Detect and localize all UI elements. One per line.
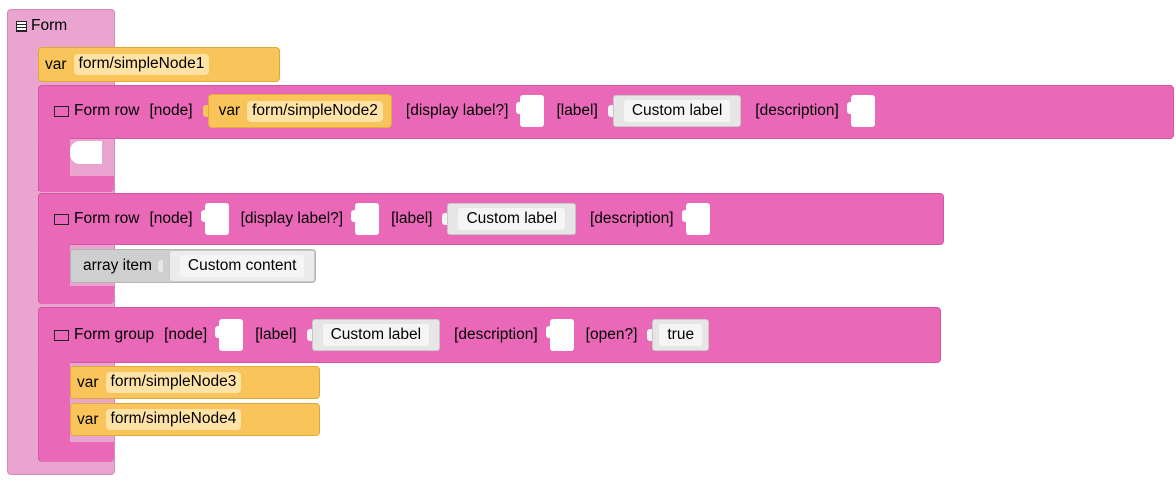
description-input-socket[interactable] xyxy=(545,319,574,351)
array-item-block[interactable]: array item Custom content xyxy=(70,249,317,283)
form-group-foot xyxy=(38,442,114,462)
array-item-input-connector xyxy=(157,260,163,272)
form-row-1-empty-statement[interactable] xyxy=(70,141,102,164)
node-label: [node] xyxy=(164,326,208,343)
form-group-header: Form group [node] [label] Custom label [… xyxy=(54,318,710,352)
node-input-connector xyxy=(202,105,208,117)
var-keyword: var xyxy=(45,55,67,73)
var-block-simpleNode4[interactable]: var form/simpleNode4 xyxy=(70,403,320,436)
label-text-block[interactable]: Custom label xyxy=(612,95,742,127)
display-label-label: [display label?] xyxy=(240,210,344,227)
var-name-field[interactable]: form/simpleNode3 xyxy=(105,372,242,393)
open-value-block[interactable]: true xyxy=(652,319,710,351)
form-bottom-connector xyxy=(34,464,50,472)
label-text-block[interactable]: Custom label xyxy=(447,203,576,235)
label-text-field[interactable]: Custom label xyxy=(322,324,430,346)
var-keyword: var xyxy=(77,373,99,391)
description-input-socket[interactable] xyxy=(681,203,710,235)
var-name-field[interactable]: form/simpleNode4 xyxy=(105,409,242,430)
custom-content-block[interactable]: Custom content xyxy=(168,250,316,282)
array-item-label: array item xyxy=(83,257,152,274)
form-title: Form xyxy=(31,17,68,34)
label-input-connector xyxy=(442,213,448,225)
rectangle-icon xyxy=(54,329,69,341)
form-row-1-foot xyxy=(38,176,114,192)
var-keyword: var xyxy=(77,410,99,428)
form-row-2-foot xyxy=(38,286,114,304)
form-block-header: Form xyxy=(16,16,67,36)
custom-content-field[interactable]: Custom content xyxy=(179,255,305,277)
form-row-2-header: Form row [node] [display label?] [label]… xyxy=(54,202,722,236)
open-label: [open?] xyxy=(585,326,638,343)
open-input-connector xyxy=(647,329,653,341)
node-label: [node] xyxy=(149,102,193,119)
label-text-field[interactable]: Custom label xyxy=(458,208,565,230)
label-label: [label] xyxy=(391,210,433,227)
form-group-block[interactable] xyxy=(38,307,941,363)
display-label-input-socket[interactable] xyxy=(516,95,545,127)
description-label: [description] xyxy=(589,210,674,227)
description-input-socket[interactable] xyxy=(846,95,875,127)
label-text-field[interactable]: Custom label xyxy=(623,100,731,122)
var-name-field[interactable]: form/simpleNode2 xyxy=(247,100,383,122)
form-group-stem xyxy=(38,361,70,453)
form-row-1-header: Form row [node] var form/simpleNode2 [di… xyxy=(54,94,887,128)
rectangle-icon xyxy=(54,105,69,117)
form-row-title: Form row xyxy=(74,102,140,119)
label-label: [label] xyxy=(556,102,598,119)
display-label-label: [display label?] xyxy=(405,102,509,119)
var-block-simpleNode3[interactable]: var form/simpleNode3 xyxy=(70,366,320,399)
label-text-block[interactable]: Custom label xyxy=(311,319,441,351)
node-input-socket[interactable] xyxy=(200,203,229,235)
label-input-connector xyxy=(306,329,312,341)
display-label-input-socket[interactable] xyxy=(351,203,380,235)
description-label: [description] xyxy=(755,102,839,119)
form-group-title: Form group xyxy=(74,326,155,343)
description-label: [description] xyxy=(454,326,538,343)
var-keyword: var xyxy=(218,102,241,119)
list-icon xyxy=(16,20,27,32)
var-block-simpleNode2[interactable]: var form/simpleNode2 xyxy=(207,94,392,128)
label-label: [label] xyxy=(255,326,297,343)
rectangle-icon xyxy=(54,213,69,225)
form-row-2-stem xyxy=(38,243,70,291)
label-input-connector xyxy=(607,105,613,117)
node-input-socket[interactable] xyxy=(215,319,244,351)
var-name-field[interactable]: form/simpleNode1 xyxy=(73,54,210,75)
form-row-title: Form row xyxy=(74,210,140,227)
open-value-field[interactable]: true xyxy=(659,324,703,346)
node-label: [node] xyxy=(149,210,193,227)
var-block-simpleNode1[interactable]: var form/simpleNode1 xyxy=(38,47,280,82)
